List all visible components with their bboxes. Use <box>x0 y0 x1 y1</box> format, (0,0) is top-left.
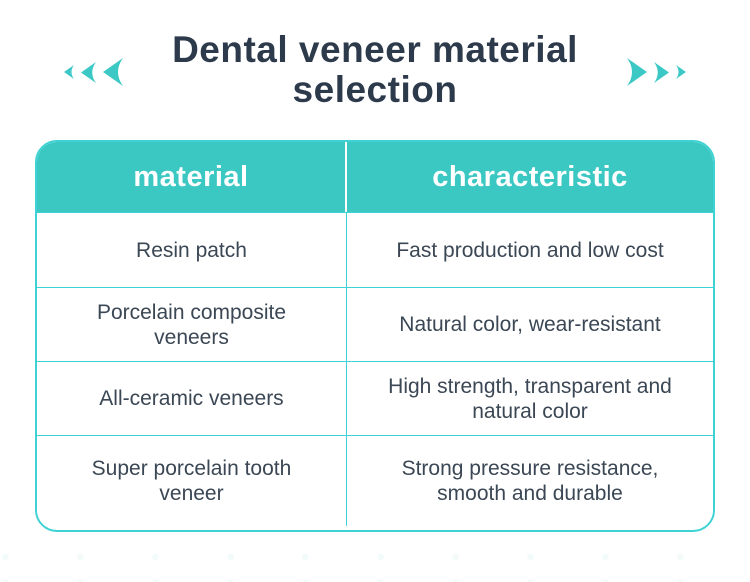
title-section: Dental veneer material selection <box>0 0 750 140</box>
column-header-material-label: material <box>133 160 249 193</box>
column-header-characteristic: characteristic <box>347 142 713 212</box>
page-title: Dental veneer material selection <box>0 0 750 110</box>
right-arrows-decoration <box>627 58 686 86</box>
column-header-material: material <box>37 142 347 212</box>
material-value: Super porcelain tooth veneer <box>91 457 292 505</box>
left-arrows-decoration <box>64 58 123 86</box>
table-row-3-material-cell: All-ceramic veneers <box>37 361 347 435</box>
column-header-characteristic-label: characteristic <box>432 160 628 193</box>
table-row-2-material-cell: Porcelain composite veneers <box>37 287 347 361</box>
page-title-line2: selection <box>292 69 458 110</box>
table-row-2-characteristic-cell: Natural color, wear-resistant <box>347 287 713 361</box>
medium-left-arrow-icon <box>81 61 96 83</box>
table-row-3-characteristic-cell: High strength, transparent and natural c… <box>347 361 713 435</box>
comparison-table: material characteristic Resin patch Fast… <box>35 140 715 532</box>
background-dots-decoration <box>0 536 750 582</box>
large-right-arrow-icon <box>627 58 647 86</box>
material-value: All-ceramic veneers <box>99 387 284 410</box>
small-right-arrow-icon <box>676 65 686 79</box>
table-row-4-material-cell: Super porcelain tooth veneer <box>37 435 347 526</box>
characteristic-value: Natural color, wear-resistant <box>399 313 661 336</box>
table-row-4-characteristic-cell: Strong pressure resistance, smooth and d… <box>347 435 713 526</box>
small-left-arrow-icon <box>64 65 74 79</box>
large-left-arrow-icon <box>103 58 123 86</box>
table-row-1-material-cell: Resin patch <box>37 212 347 287</box>
table-row-1-characteristic-cell: Fast production and low cost <box>347 212 713 287</box>
characteristic-value: Fast production and low cost <box>396 238 664 262</box>
page-title-line1: Dental veneer material <box>172 29 578 70</box>
material-value: Porcelain composite veneers <box>96 300 287 349</box>
material-value: Resin patch <box>136 238 247 262</box>
characteristic-value: High strength, transparent and natural c… <box>388 374 672 423</box>
characteristic-value: Strong pressure resistance, smooth and d… <box>401 457 659 505</box>
medium-right-arrow-icon <box>654 61 669 83</box>
